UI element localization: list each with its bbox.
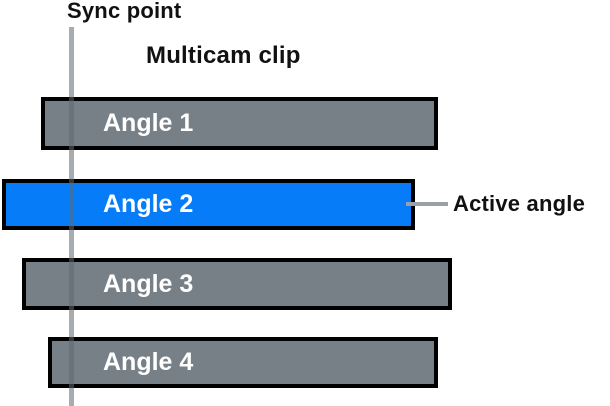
active-angle-label: Active angle xyxy=(453,191,586,216)
angle-1-bar: Angle 1 xyxy=(41,97,438,150)
multicam-clip-title: Multicam clip xyxy=(146,42,301,69)
angle-2-label: Angle 2 xyxy=(103,190,194,218)
active-angle-connector-line xyxy=(406,202,448,206)
angle-4-label: Angle 4 xyxy=(103,348,194,376)
angle-2-bar-active: Angle 2 xyxy=(2,179,415,230)
sync-point-line xyxy=(69,27,74,406)
angle-3-label: Angle 3 xyxy=(103,269,194,298)
angle-4-bar: Angle 4 xyxy=(48,337,438,388)
angle-1-label: Angle 1 xyxy=(103,109,194,137)
sync-point-label: Sync point xyxy=(67,0,182,23)
angle-3-bar: Angle 3 xyxy=(22,258,452,310)
